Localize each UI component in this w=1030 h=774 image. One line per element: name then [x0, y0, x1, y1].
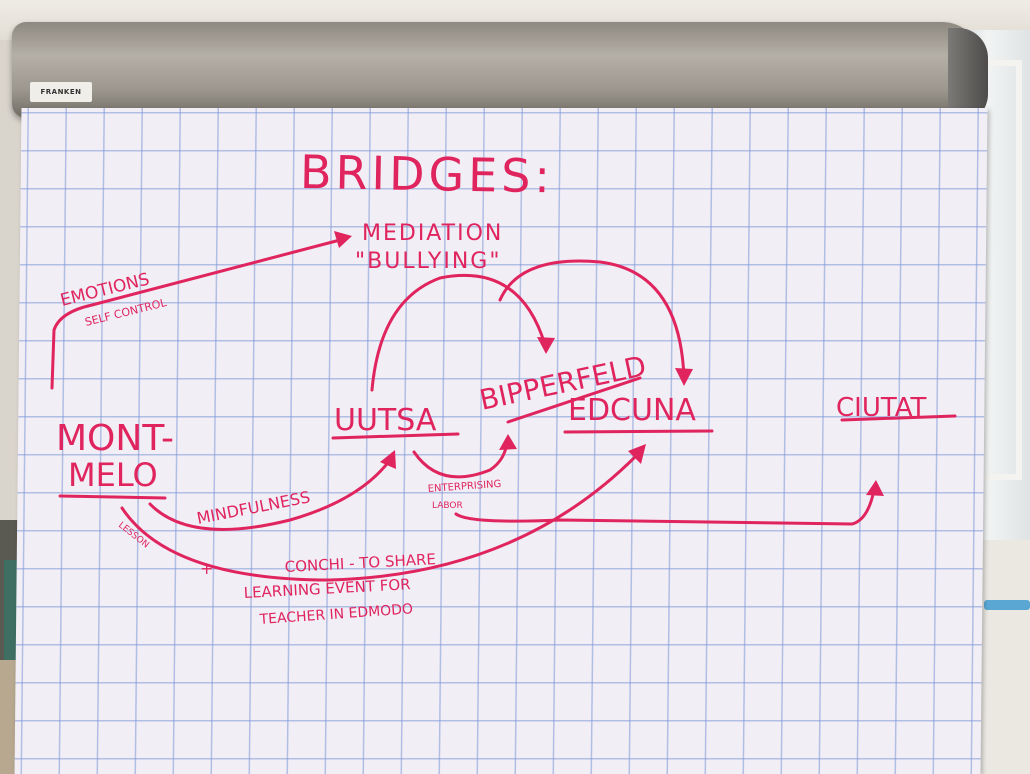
- underline-educuna: [563, 429, 714, 434]
- node-montmelo-line1: MONT-: [56, 418, 174, 459]
- label-enterprising-line2: LABOR: [432, 501, 463, 511]
- label-mindfulness: MINDFULNESS: [195, 487, 312, 528]
- arrow-uutsa-to-bipperfeld-top: [370, 273, 547, 392]
- arrow-montmelo-to-educuna: [120, 450, 642, 582]
- arrow-montmelo-to-uutsa: [148, 458, 392, 531]
- arrowhead-ciutat: [866, 480, 884, 496]
- arrowhead-mediation: [334, 231, 352, 248]
- arrow-enterprising-to-ciutat: [454, 488, 876, 526]
- arrow-uutsa-to-bipperfeld-bottom: [412, 440, 509, 479]
- arrowhead-bipperfeld-bottom: [499, 434, 517, 450]
- heating-pipe: [984, 600, 1030, 610]
- node-uutsa: UUTSA: [334, 403, 437, 438]
- node-educuna: EDCUNA: [568, 393, 696, 428]
- title-text: BRIDGES:: [300, 145, 555, 203]
- underline-uutsa: [331, 432, 460, 440]
- node-bullying: "BULLYING": [355, 249, 501, 274]
- label-learning-line2: TEACHER IN EDMODO: [258, 601, 413, 628]
- flipchart-top-bar: [12, 22, 982, 118]
- node-mediation: MEDIATION: [362, 221, 503, 246]
- arrow-bullying-to-educuna: [498, 259, 686, 380]
- label-enterprising-line1: ENTERPRISING: [427, 479, 501, 495]
- arrow-montmelo-to-mediation: [50, 238, 342, 390]
- underline-montmelo: [58, 494, 167, 500]
- node-montmelo-line2: MELO: [68, 456, 158, 494]
- arrowhead-bipperfeld-top: [537, 337, 555, 354]
- arrowhead-educuna-top: [675, 368, 693, 386]
- arrowhead-educuna-bottom: [628, 444, 646, 464]
- underline-ciutat: [840, 414, 957, 422]
- underline-bipperfeld: [506, 376, 642, 424]
- arrowhead-uutsa: [380, 450, 396, 469]
- flipchart-brand-label: FRANKEN: [30, 82, 92, 102]
